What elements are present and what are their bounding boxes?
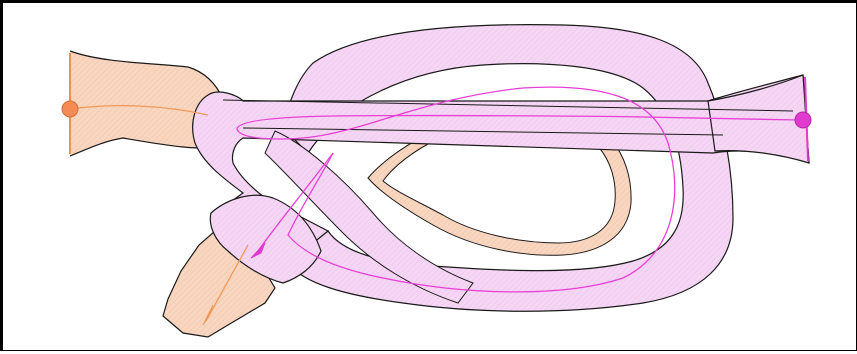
- magenta-endpoint-dot[interactable]: [795, 112, 811, 128]
- pink-loop-strand: [283, 25, 733, 312]
- knot-diagram: [3, 3, 857, 354]
- orange-endpoint-dot[interactable]: [62, 101, 78, 117]
